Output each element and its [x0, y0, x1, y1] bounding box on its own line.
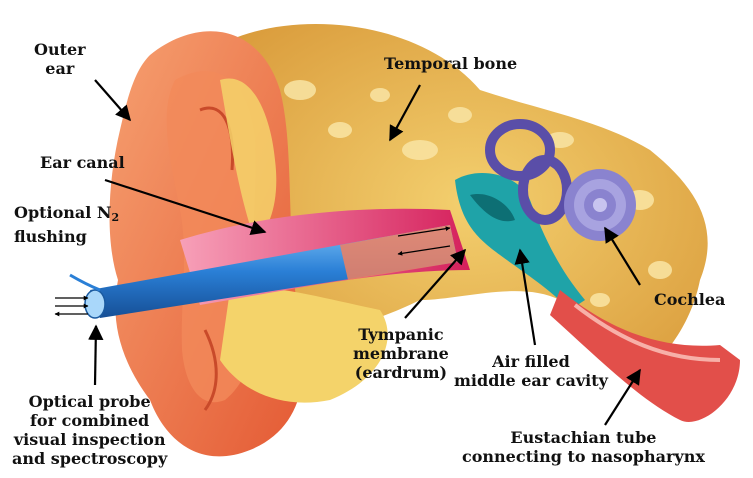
- label-tympanic-line3: (eardrum): [353, 363, 449, 382]
- arrow-optical-probe: [95, 326, 96, 385]
- label-outer-ear: Outer ear: [34, 40, 86, 78]
- label-tympanic-line1: Tympanic: [353, 325, 449, 344]
- label-outer-ear-line2: ear: [34, 59, 86, 78]
- arrow-outer-ear: [95, 80, 130, 120]
- label-tympanic-line2: membrane: [353, 344, 449, 363]
- label-probe-line2: for combined: [12, 411, 167, 430]
- label-probe-line4: and spectroscopy: [12, 449, 167, 468]
- cochlea-shape: [564, 169, 636, 241]
- label-eustachian-tube: Eustachian tube connecting to nasopharyn…: [462, 428, 705, 466]
- label-tympanic-membrane: Tympanic membrane (eardrum): [353, 325, 449, 382]
- label-eustachian-line1: Eustachian tube: [462, 428, 705, 447]
- label-probe-line3: visual inspection: [12, 430, 167, 449]
- label-n2-line2: flushing: [14, 227, 119, 246]
- n2-line: [70, 275, 100, 290]
- label-optical-probe: Optical probe for combined visual inspec…: [12, 392, 167, 468]
- label-air-line2: middle ear cavity: [454, 371, 608, 390]
- label-temporal-bone: Temporal bone: [384, 54, 517, 73]
- label-eustachian-line2: connecting to nasopharynx: [462, 447, 705, 466]
- label-ear-canal: Ear canal: [40, 153, 125, 172]
- label-n2-prefix: Optional N: [14, 203, 112, 222]
- label-n2-flushing: Optional N2 flushing: [14, 203, 119, 246]
- label-probe-line1: Optical probe: [12, 392, 167, 411]
- label-n2-subscript: 2: [112, 211, 120, 224]
- label-air-filled-cavity: Air filled middle ear cavity: [454, 352, 608, 390]
- label-outer-ear-line1: Outer: [34, 40, 86, 59]
- label-cochlea: Cochlea: [654, 290, 725, 309]
- label-air-line1: Air filled: [454, 352, 608, 371]
